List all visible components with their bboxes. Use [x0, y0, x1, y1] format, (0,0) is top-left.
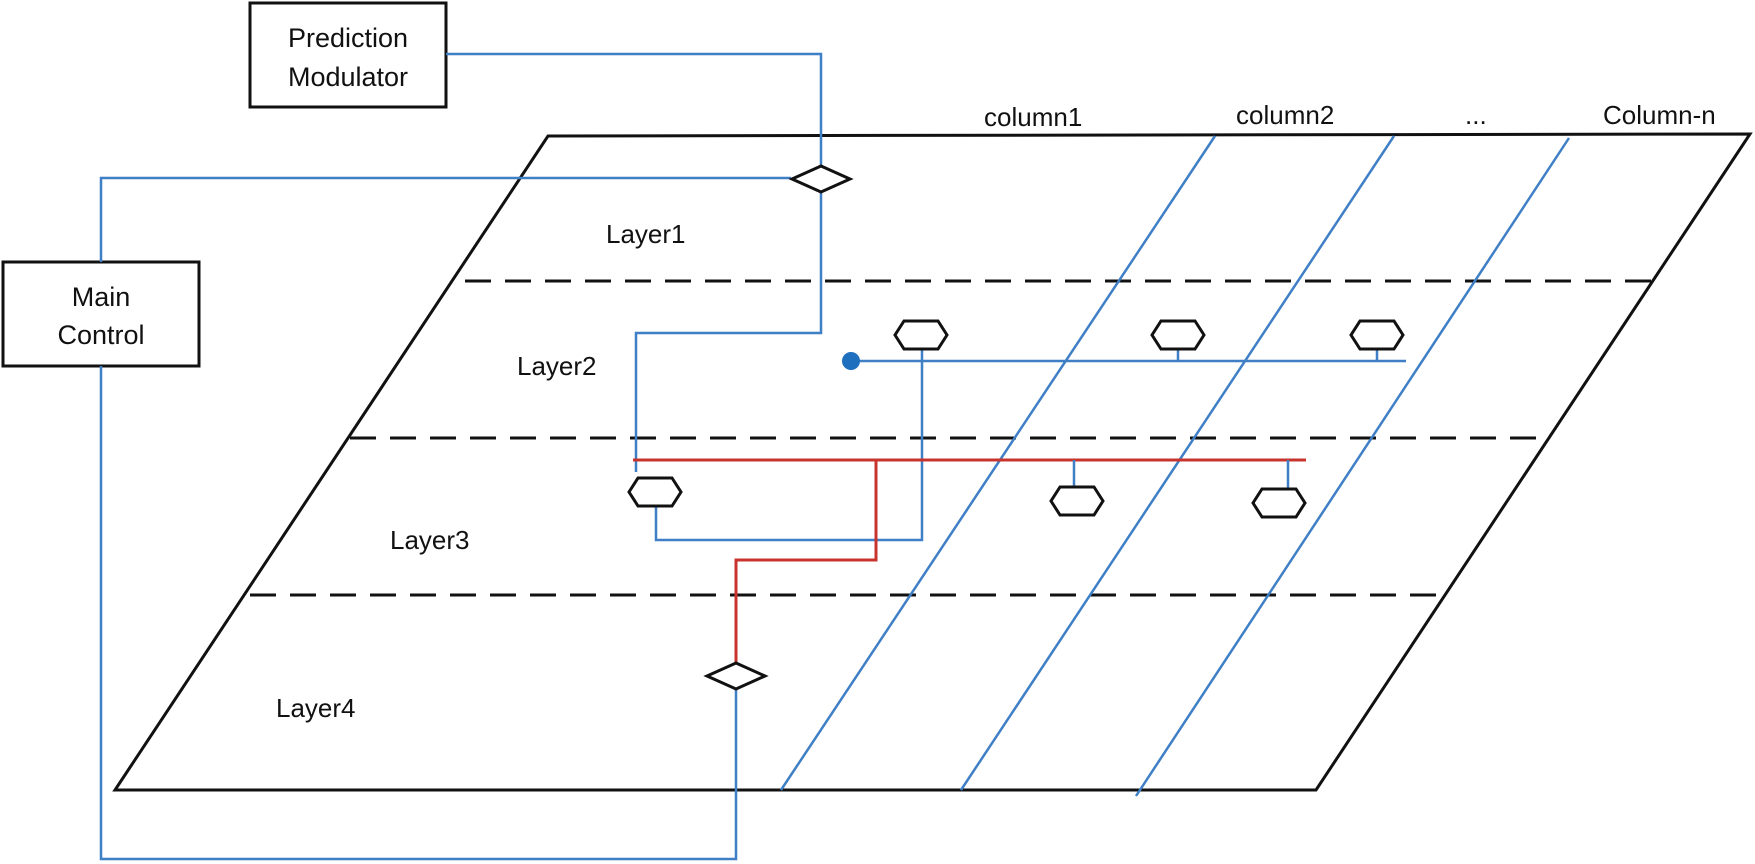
layer2-hexagon-1 — [893, 319, 949, 351]
plane-outline — [112, 132, 1753, 792]
layer3-to-lower-junction — [734, 460, 878, 663]
column1-label: column1 — [984, 102, 1082, 132]
layer1-label: Layer1 — [606, 219, 686, 249]
main-control-label-line2: Control — [57, 320, 144, 350]
layer2-hexagon-2 — [1150, 319, 1206, 351]
main-control-to-lower-junction — [99, 366, 738, 861]
main-control-label-line1: Main — [72, 282, 131, 312]
layer2-label: Layer2 — [517, 351, 597, 381]
upper-junction-diamond — [788, 164, 854, 194]
layer2-neuron1-loop — [654, 348, 924, 542]
blue-connections — [99, 52, 1406, 861]
layer2-bus-origin-dot — [842, 352, 860, 370]
layer4-label: Layer4 — [276, 693, 356, 723]
column2-line — [959, 135, 1396, 791]
columnn-label: Column-n — [1603, 100, 1716, 130]
column-ellipsis-label: ... — [1465, 100, 1487, 130]
modulator-to-upper-junction — [446, 52, 823, 166]
layer3-neuron-stems — [1072, 460, 1290, 490]
prediction-modulator-label-line2: Modulator — [288, 62, 408, 92]
columnn-line — [1134, 137, 1571, 797]
prediction-modulator-box: Prediction Modulator — [248, 1, 448, 109]
red-connections — [633, 458, 1306, 663]
lower-junction-diamond — [703, 661, 769, 691]
layer3-hexagon-1 — [627, 476, 683, 508]
column-lines — [779, 135, 1571, 797]
layer2-hexagon-3 — [1349, 319, 1405, 351]
prediction-modulator-label-line1: Prediction — [288, 23, 408, 53]
column2-label: column2 — [1236, 100, 1334, 130]
layer3-hexagon-2 — [1049, 485, 1105, 517]
column1-line — [779, 135, 1217, 791]
upper-junction-to-layer3 — [634, 192, 823, 472]
hexagons — [627, 319, 1405, 519]
layer3-label: Layer3 — [390, 525, 470, 555]
layer3-hexagon-3 — [1251, 487, 1307, 519]
main-control-box: Main Control — [1, 260, 201, 368]
main-control-to-upper-junction — [99, 176, 791, 262]
